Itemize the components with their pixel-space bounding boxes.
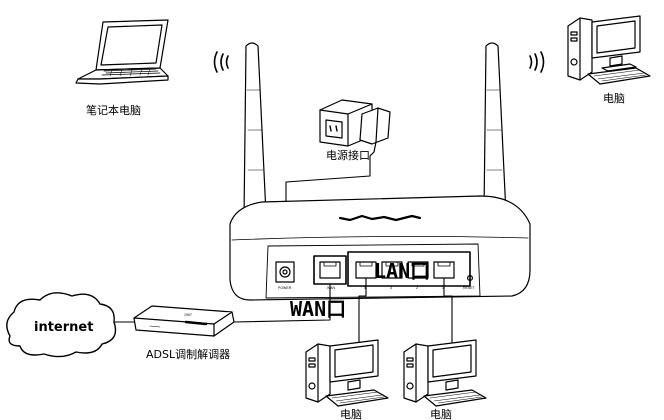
router-lan1-label: 1	[442, 286, 444, 290]
lan-port-label: LAN口	[374, 259, 430, 283]
laptop-label: 笔记本电脑	[86, 103, 141, 117]
power-adapter-icon	[359, 107, 391, 157]
internet-label: internet	[34, 320, 93, 335]
antenna-right-icon	[483, 42, 507, 215]
lan-cable-right	[443, 277, 453, 343]
laptop-icon	[75, 19, 169, 85]
router-lan4-label: 4	[364, 286, 366, 290]
antenna-left-icon	[243, 42, 267, 219]
desktop-top-label: 电脑	[603, 92, 625, 105]
desktop-computer-top-icon	[567, 15, 651, 85]
desktop-computer-bottom-left-icon	[305, 339, 389, 407]
router-lan3-label: 3	[390, 286, 392, 290]
wan-cable	[233, 283, 331, 323]
router-wan-port-label: WAN	[327, 286, 336, 290]
desktop-bottom-left-label: 电脑	[340, 408, 362, 420]
wan-port-label: WAN口	[290, 297, 346, 321]
router-power-port-label: POWER	[278, 286, 292, 290]
adsl-modem-icon	[133, 305, 235, 337]
wifi-signal-right-icon	[529, 51, 545, 73]
wifi-signal-left-icon	[213, 51, 229, 73]
lan-port-group-box	[347, 251, 471, 287]
router-icon	[229, 42, 531, 301]
router-power-port-icon	[275, 261, 295, 283]
adsl-modem-label: ADSL调制解调器	[146, 347, 230, 361]
router-lan2-label: 2	[416, 286, 418, 290]
power-outlet-label: 电源接口	[326, 148, 370, 162]
adsl-modem-brand: 1997	[184, 313, 192, 317]
desktop-bottom-right-label: 电脑	[430, 408, 452, 420]
lan-cable-left	[358, 277, 367, 343]
router-reset-label: RESET	[463, 286, 476, 290]
router-reset-icon	[467, 275, 474, 282]
desktop-computer-bottom-right-icon	[403, 339, 487, 407]
